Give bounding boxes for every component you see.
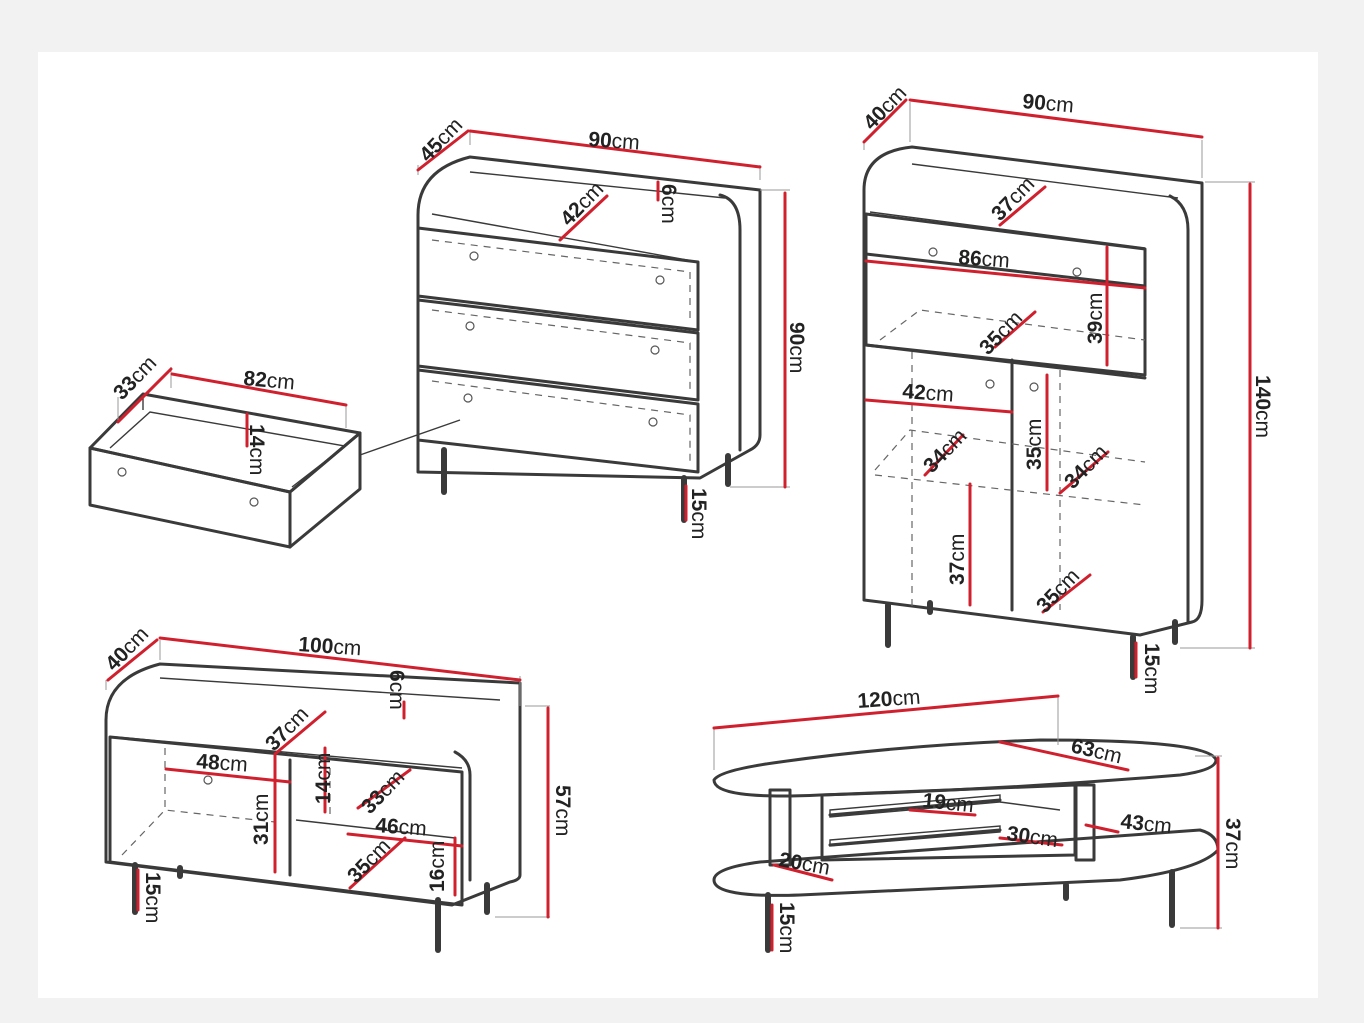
svg-text:39cm: 39cm: [1084, 293, 1107, 344]
highboard-drawer-height-value: 39: [1084, 321, 1107, 344]
highboard-leg-value: 15: [1140, 643, 1163, 667]
highboard-height-value: 140: [1251, 375, 1274, 410]
table-shelf-depth-unit: cm: [945, 792, 975, 818]
sideboard-width-unit: cm: [333, 635, 363, 660]
dresser-rail-unit: cm: [657, 196, 680, 224]
table-leg-value: 15: [775, 902, 798, 926]
table-leg-unit: cm: [775, 925, 798, 953]
table-length-unit: cm: [892, 686, 922, 711]
highboard-drawing: 40cm 90cm 140cm 37cm 86cm 39cm 35cm 42cm…: [859, 82, 1274, 695]
drawer-height-value: 14: [245, 424, 268, 448]
table-length-value: 120: [857, 688, 894, 713]
table-top-depth-value: 63: [1069, 734, 1097, 762]
svg-text:15cm: 15cm: [775, 902, 798, 953]
coffee-table-drawing: 120cm 63cm 19cm 30cm 43cm 20cm 37cm 15cm: [712, 686, 1244, 953]
sideboard-left-height-value: 31: [250, 821, 273, 845]
highboard-drawer-width-unit: cm: [981, 248, 1011, 273]
svg-text:20cm: 20cm: [777, 848, 832, 880]
svg-text:90cm: 90cm: [1022, 90, 1075, 117]
highboard-left-width-value: 42: [902, 380, 927, 405]
table-base-depth-value: 20: [777, 848, 804, 875]
table-shelf-width-value: 30: [1005, 822, 1031, 848]
svg-text:19cm: 19cm: [921, 789, 974, 817]
dresser-width-unit: cm: [611, 130, 641, 155]
svg-text:42cm: 42cm: [902, 380, 955, 407]
table-side-depth-unit: cm: [1143, 813, 1173, 839]
dresser-height-unit: cm: [785, 345, 808, 373]
drawer-width-value: 82: [243, 367, 268, 392]
sideboard-left-height-unit: cm: [250, 794, 273, 822]
highboard-lower-height-value: 37: [946, 562, 969, 585]
svg-text:90cm: 90cm: [588, 128, 641, 155]
highboard-width-unit: cm: [1045, 92, 1075, 117]
svg-text:63cm: 63cm: [1069, 734, 1124, 768]
svg-text:37cm: 37cm: [1221, 818, 1244, 869]
table-shelf-width-unit: cm: [1028, 825, 1059, 852]
svg-text:30cm: 30cm: [1005, 822, 1059, 852]
sideboard-upper-height-value: 14: [312, 780, 335, 804]
table-side-depth-value: 43: [1119, 810, 1145, 835]
svg-text:15cm: 15cm: [141, 872, 164, 923]
sideboard-leg-unit: cm: [141, 895, 164, 923]
dresser-height-value: 90: [785, 322, 808, 345]
table-height-value: 37: [1221, 818, 1244, 841]
highboard-lower-height-unit: cm: [946, 534, 969, 562]
svg-text:35cm: 35cm: [1023, 419, 1046, 470]
highboard-door-height-value: 35: [1023, 446, 1046, 470]
dresser-leg-value: 15: [687, 488, 710, 512]
svg-text:48cm: 48cm: [196, 750, 249, 777]
background-panel: [38, 52, 1318, 998]
svg-text:14cm: 14cm: [312, 753, 335, 804]
svg-text:37cm: 37cm: [946, 534, 969, 585]
svg-text:140cm: 140cm: [1251, 375, 1274, 438]
svg-text:57cm: 57cm: [551, 785, 574, 836]
drawer-height-unit: cm: [245, 447, 268, 475]
sideboard-lower-height-unit: cm: [426, 841, 449, 869]
dresser-leg-unit: cm: [687, 511, 710, 539]
highboard-height-unit: cm: [1251, 410, 1274, 438]
sideboard-right-width-value: 46: [375, 814, 400, 839]
sideboard-leg-value: 15: [141, 872, 164, 896]
svg-text:14cm: 14cm: [245, 424, 268, 475]
table-height-unit: cm: [1221, 841, 1244, 869]
sideboard-drawing: 40cm 100cm 57cm 6cm 37cm 48cm 31cm 14cm …: [101, 623, 574, 953]
sideboard-left-width-unit: cm: [219, 752, 249, 777]
sideboard-upper-height-unit: cm: [312, 753, 335, 781]
svg-text:86cm: 86cm: [958, 246, 1011, 273]
highboard-leg-unit: cm: [1140, 666, 1163, 694]
sideboard-rail-unit: cm: [385, 682, 408, 710]
svg-text:120cm: 120cm: [857, 686, 921, 713]
svg-text:15cm: 15cm: [687, 488, 710, 539]
svg-text:100cm: 100cm: [298, 633, 362, 660]
table-base-depth-unit: cm: [800, 852, 832, 880]
svg-text:6cm: 6cm: [385, 670, 408, 710]
sideboard-left-width-value: 48: [196, 750, 221, 775]
sideboard-height-unit: cm: [551, 808, 574, 836]
svg-text:90cm: 90cm: [785, 322, 808, 373]
dresser-rail-value: 6: [657, 184, 680, 196]
svg-text:16cm: 16cm: [426, 841, 449, 892]
highboard-left-width-unit: cm: [925, 382, 955, 407]
svg-text:15cm: 15cm: [1140, 643, 1163, 694]
sideboard-width-value: 100: [298, 633, 335, 658]
svg-text:46cm: 46cm: [375, 814, 428, 841]
svg-text:82cm: 82cm: [243, 367, 296, 394]
highboard-drawer-height-unit: cm: [1084, 293, 1107, 321]
table-shelf-depth-value: 19: [921, 789, 947, 814]
svg-text:43cm: 43cm: [1119, 810, 1172, 838]
dresser-drawing: 45cm 90cm 90cm 42cm 6cm 15cm: [415, 114, 808, 540]
highboard-drawer-width-value: 86: [958, 246, 983, 271]
sideboard-right-width-unit: cm: [398, 816, 428, 841]
svg-text:6cm: 6cm: [657, 184, 680, 224]
dresser-width-value: 90: [588, 128, 613, 153]
highboard-width-value: 90: [1022, 90, 1047, 115]
sideboard-rail-value: 6: [385, 670, 408, 682]
sideboard-height-value: 57: [551, 785, 574, 808]
svg-text:31cm: 31cm: [250, 794, 273, 845]
sideboard-lower-height-value: 16: [426, 869, 449, 892]
highboard-door-height-unit: cm: [1023, 419, 1046, 447]
drawer-width-unit: cm: [266, 369, 296, 394]
